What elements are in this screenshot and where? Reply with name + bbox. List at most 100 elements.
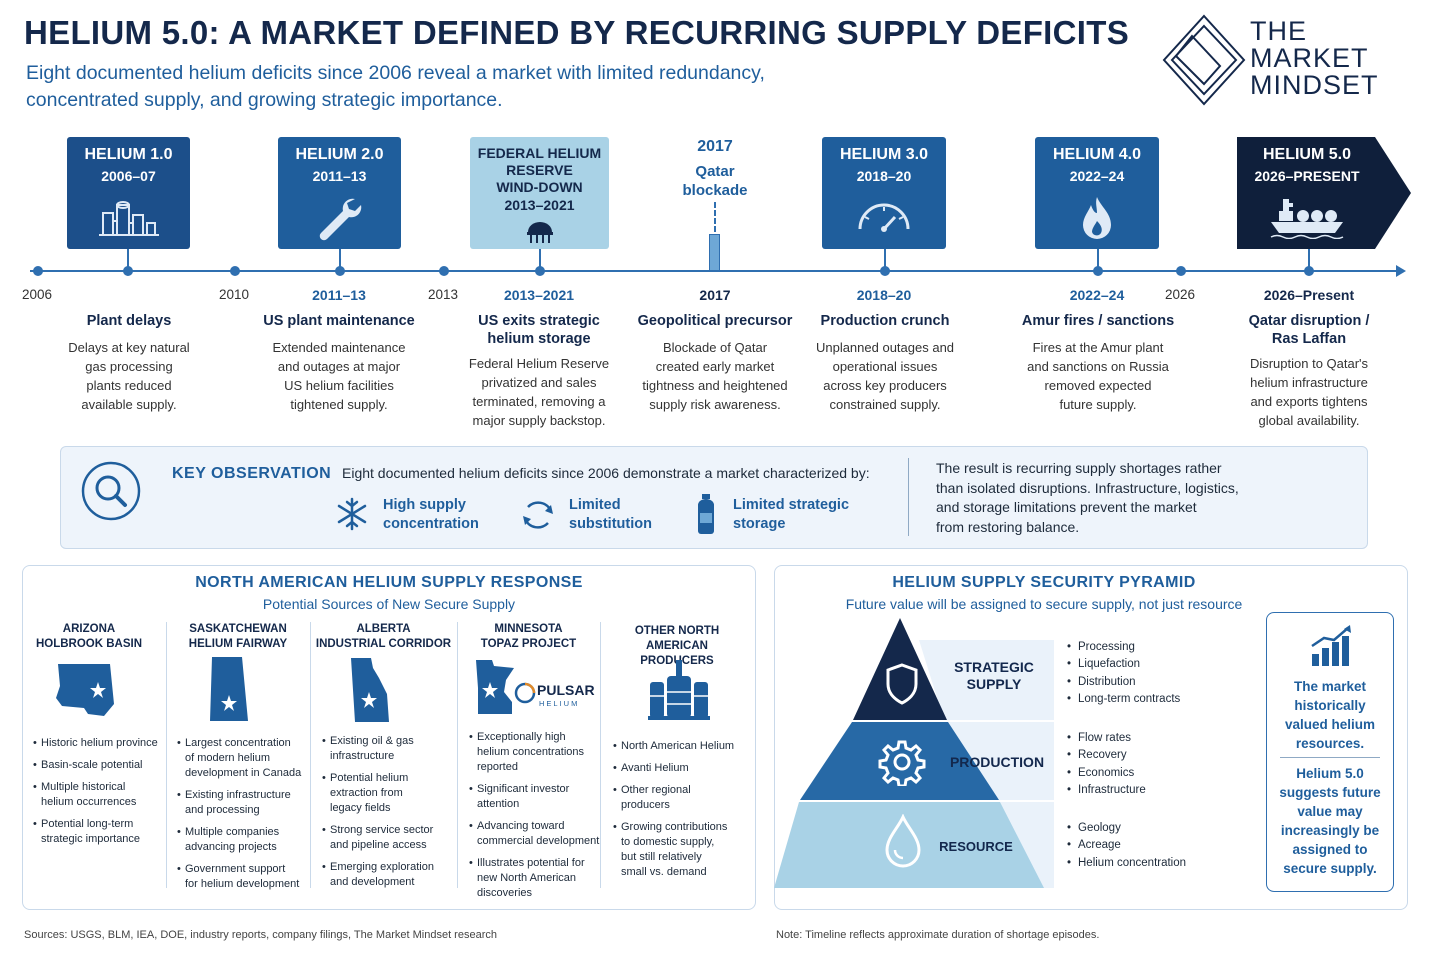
column-divider bbox=[310, 622, 311, 888]
minnesota-map-icon bbox=[476, 660, 514, 714]
list-item: Helium concentration bbox=[1067, 855, 1247, 873]
list-item: Long-term contracts bbox=[1067, 691, 1247, 709]
column-heading-arizona: ARIZONA HOLBROOK BASIN bbox=[35, 623, 143, 650]
event-year: 2017 bbox=[699, 287, 731, 303]
gas-cylinder-icon bbox=[698, 494, 714, 534]
observation-item-substitution: Limited substitution bbox=[569, 497, 652, 532]
list-item: Flow rates bbox=[1067, 730, 1247, 748]
storage-dome-icon bbox=[526, 222, 553, 243]
observation-divider bbox=[908, 458, 909, 536]
strategic-supply-bullets: Processing Liquefaction Distribution Lon… bbox=[1067, 639, 1247, 708]
list-item: Economics bbox=[1067, 765, 1247, 783]
arizona-map-icon bbox=[56, 664, 114, 716]
column-heading-alberta: ALBERTA INDUSTRIAL CORRIDOR bbox=[315, 623, 452, 650]
list-item: Processing bbox=[1067, 639, 1247, 657]
observation-item-concentration: High supply concentration bbox=[383, 497, 479, 532]
cycle-icon bbox=[523, 501, 553, 529]
pulsar-logo-text: PULSAR bbox=[537, 682, 595, 698]
list-item: Acreage bbox=[1067, 837, 1247, 855]
timeline-dot bbox=[880, 266, 890, 276]
timeline-dot bbox=[230, 266, 240, 276]
marker-2017-dashed-line bbox=[714, 202, 716, 232]
column-heading-saskatchewan: SASKATCHEWAN HELIUM FAIRWAY bbox=[188, 623, 288, 650]
event-year: 2011–13 bbox=[312, 287, 366, 303]
timeline-dot bbox=[535, 266, 545, 276]
timeline-dot bbox=[1176, 266, 1186, 276]
event-helium-3: Production crunch Unplanned outages and … bbox=[815, 313, 955, 412]
pulsar-logo-subtext: HELIUM bbox=[539, 699, 580, 708]
event-2017: Geopolitical precursor Blockade of Qatar… bbox=[637, 313, 793, 412]
marker-2017-bar bbox=[709, 234, 720, 272]
timeline-dot bbox=[1093, 266, 1103, 276]
column-divider bbox=[457, 622, 458, 888]
alberta-map-icon bbox=[351, 658, 389, 722]
saskatchewan-map-icon bbox=[210, 657, 248, 721]
bar-chart-icon bbox=[1311, 625, 1351, 666]
arizona-bullets: Historic helium province Basin-scale pot… bbox=[33, 736, 161, 854]
list-item: Infrastructure bbox=[1067, 782, 1247, 800]
list-item: Historic helium province bbox=[33, 736, 161, 751]
timeline-box-helium-5: HELIUM 5.0 2026–PRESENT bbox=[1237, 137, 1377, 249]
brand-wordmark: THE MARKET MINDSET bbox=[1250, 16, 1379, 100]
pyramid-title: HELIUM SUPPLY SECURITY PYRAMID bbox=[892, 574, 1196, 591]
page-subtitle: Eight documented helium deficits since 2… bbox=[26, 62, 765, 111]
north-america-title: NORTH AMERICAN HELIUM SUPPLY RESPONSE bbox=[195, 574, 583, 591]
axis-tick-label: 2013 bbox=[428, 287, 459, 302]
list-item: Basin-scale potential bbox=[33, 758, 161, 773]
north-america-subtitle: Potential Sources of New Secure Supply bbox=[262, 596, 516, 612]
key-observation-panel bbox=[60, 446, 1368, 549]
pyramid-insight-text-1: The market historically valued helium re… bbox=[1284, 679, 1376, 751]
droplet-icon bbox=[885, 814, 921, 868]
pulsar-logo-icon bbox=[514, 682, 536, 704]
pyramid-insight-box bbox=[1266, 612, 1394, 892]
timeline-box-helium-2: HELIUM 2.0 2011–13 bbox=[278, 137, 401, 249]
axis-tick-label: 2010 bbox=[219, 287, 250, 302]
page-title: HELIUM 5.0: A MARKET DEFINED BY RECURRIN… bbox=[24, 14, 1130, 51]
timeline-box-helium-1: HELIUM 1.0 2006–07 bbox=[67, 137, 190, 249]
event-year: 2022–24 bbox=[1069, 287, 1125, 303]
connector bbox=[884, 249, 886, 270]
observation-item-storage: Limited strategic storage bbox=[733, 497, 850, 532]
list-item: Distribution bbox=[1067, 674, 1247, 692]
connector bbox=[339, 249, 341, 270]
list-item: Recovery bbox=[1067, 747, 1247, 765]
event-helium-2: US plant maintenance Extended maintenanc… bbox=[263, 313, 415, 412]
event-federal-reserve: US exits strategic helium storage Federa… bbox=[468, 313, 610, 428]
column-heading-minnesota: MINNESOTA TOPAZ PROJECT bbox=[480, 623, 577, 650]
list-item: Geology bbox=[1067, 820, 1247, 838]
timeline-dot bbox=[335, 266, 345, 276]
timeline-dot bbox=[439, 266, 449, 276]
axis-tick-label: 2006 bbox=[22, 287, 53, 302]
timeline-box-federal-reserve: FEDERAL HELIUM RESERVE WIND-DOWN 2013–20… bbox=[470, 137, 609, 249]
plant-icon bbox=[98, 201, 159, 236]
timeline-axis bbox=[30, 270, 1400, 272]
event-helium-1: Plant delays Delays at key natural gas p… bbox=[68, 313, 190, 412]
connector bbox=[1308, 249, 1310, 270]
snowflake-icon bbox=[337, 497, 367, 531]
pyramid-level-resource: RESOURCE bbox=[939, 839, 1013, 854]
other-producers-bullets: North American Helium Avanti Helium Othe… bbox=[613, 739, 751, 887]
supply-security-pyramid bbox=[774, 618, 1054, 888]
key-observation-lead: Eight documented helium deficits since 2… bbox=[342, 465, 870, 481]
production-bullets: Flow rates Recovery Economics Infrastruc… bbox=[1067, 730, 1247, 799]
connector bbox=[127, 249, 129, 270]
event-year: 2013–2021 bbox=[503, 287, 575, 303]
list-item: North American Helium bbox=[613, 739, 751, 754]
observation-result-text: The result is recurring supply shortages… bbox=[936, 460, 1239, 535]
event-year: 2018–20 bbox=[856, 287, 912, 303]
processing-plant-icon bbox=[648, 660, 710, 720]
pyramid-subtitle: Future value will be assigned to secure … bbox=[845, 596, 1243, 612]
